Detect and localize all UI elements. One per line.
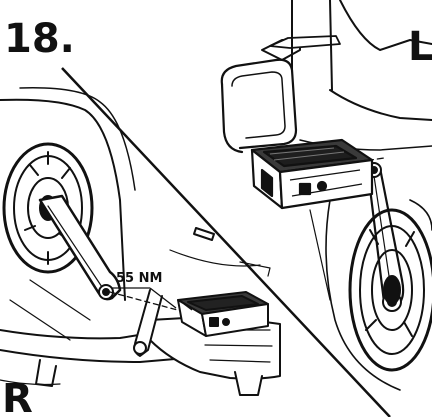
left-handle-frame (220, 35, 341, 154)
torque-label: 55 NM (116, 271, 162, 286)
right-pedal (177, 291, 269, 337)
left-side-label: L (408, 24, 432, 70)
left-pedal (250, 138, 374, 210)
right-side-view (0, 87, 281, 396)
torque-callout: 55 NM (112, 271, 177, 309)
view-divider-line (61, 67, 391, 417)
left-flywheel (348, 208, 432, 372)
right-crank-arm (38, 194, 122, 301)
left-side-view (220, 0, 432, 391)
torque-leader-line (149, 287, 177, 309)
step-number: 18. (4, 16, 75, 62)
right-side-label: R (2, 376, 33, 417)
